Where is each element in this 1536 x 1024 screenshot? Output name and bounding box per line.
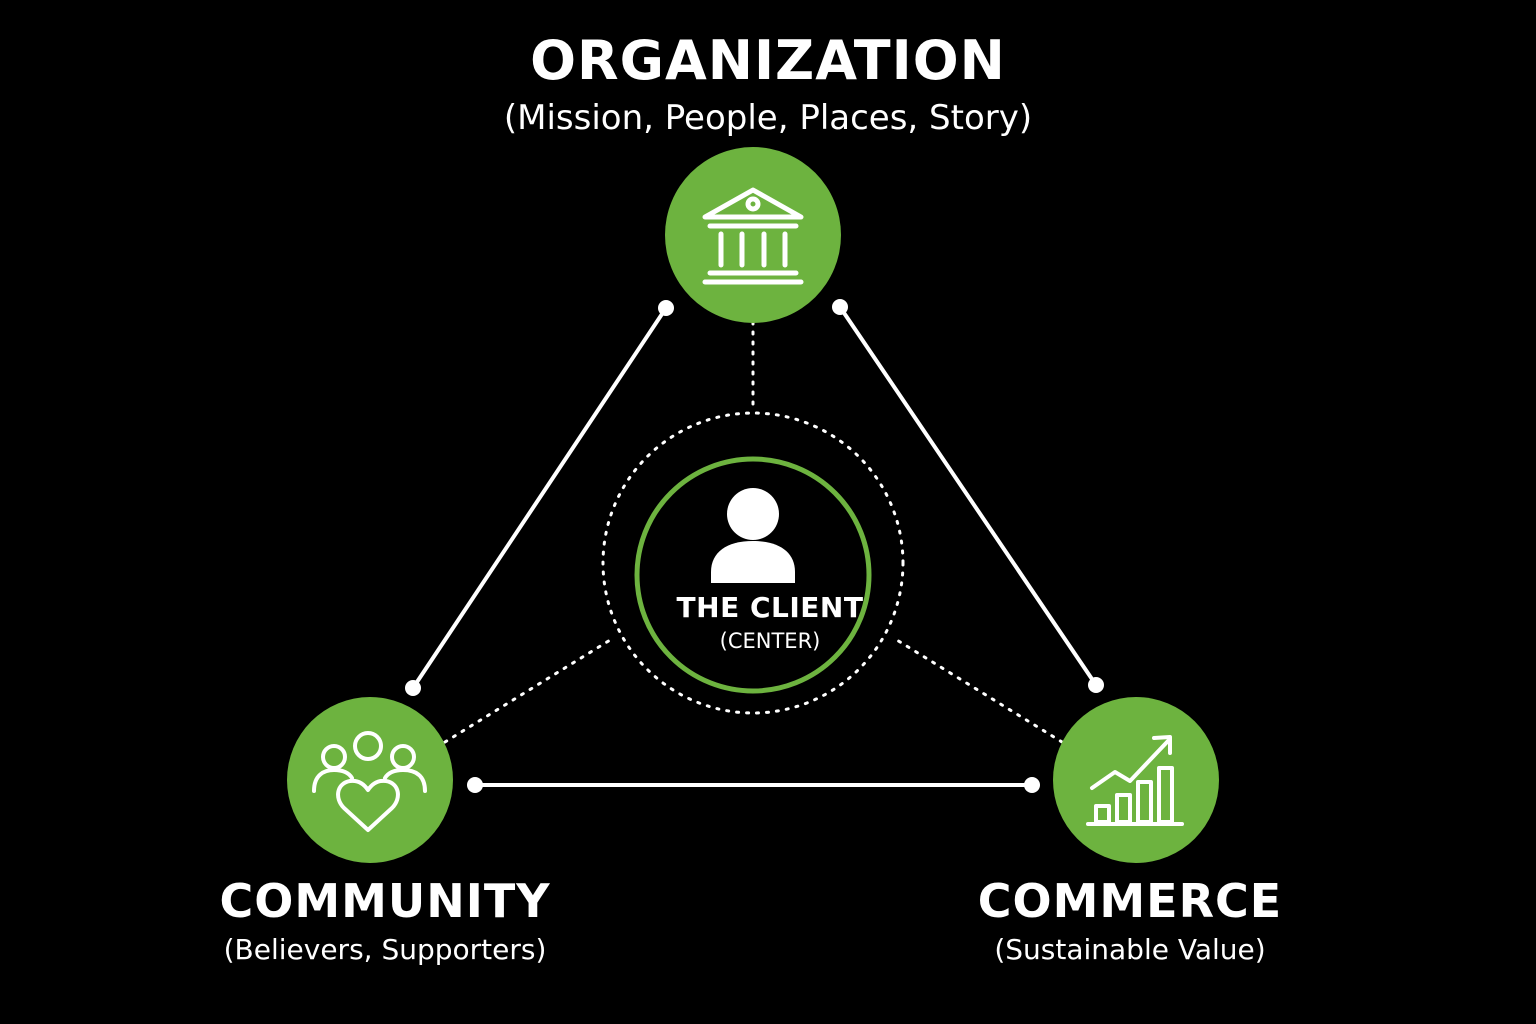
connector-organization-commerce <box>838 305 1098 687</box>
center-spokes <box>443 320 1064 744</box>
person-icon <box>711 488 795 583</box>
commerce-title: COMMERCE <box>977 874 1283 928</box>
center-title: THE CLIENT <box>676 591 864 624</box>
community-label: COMMUNITY (Believers, Supporters) <box>130 874 640 970</box>
organization-node <box>665 147 841 323</box>
center-dotted-ring <box>601 411 905 715</box>
growth-chart-icon <box>1086 735 1184 826</box>
endpoint-dot <box>1024 777 1040 793</box>
center-subtitle: (CENTER) <box>719 629 821 653</box>
connector-endpoints <box>405 299 1104 793</box>
commerce-node <box>1053 697 1219 863</box>
people-heart-icon <box>312 731 427 832</box>
spoke-community <box>443 635 617 744</box>
organization-title: ORGANIZATION <box>530 29 1006 92</box>
bank-building-icon <box>702 187 804 285</box>
commerce-label: COMMERCE (Sustainable Value) <box>880 874 1380 970</box>
endpoint-dot <box>832 299 848 315</box>
connector-organization-community <box>411 306 668 690</box>
community-subtitle: (Believers, Supporters) <box>223 933 547 966</box>
outer-connectors <box>411 305 1098 787</box>
endpoint-dot <box>467 777 483 793</box>
center-label: THE CLIENT (CENTER) <box>620 590 920 656</box>
endpoint-dot <box>405 680 421 696</box>
endpoint-dot <box>658 300 674 316</box>
organization-label: ORGANIZATION (Mission, People, Places, S… <box>368 30 1168 140</box>
organization-subtitle: (Mission, People, Places, Story) <box>503 98 1033 138</box>
community-node <box>287 697 453 863</box>
endpoint-dot <box>1088 677 1104 693</box>
commerce-subtitle: (Sustainable Value) <box>994 933 1266 966</box>
spoke-commerce <box>890 635 1064 744</box>
community-title: COMMUNITY <box>219 874 551 928</box>
